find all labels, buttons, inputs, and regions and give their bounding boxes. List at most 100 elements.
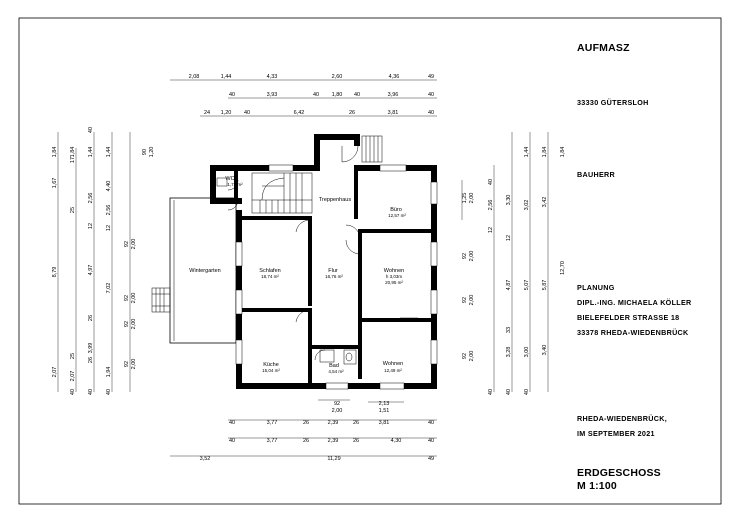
title-planner-city: 33378 RHEDA-WIEDENBRÜCK xyxy=(577,328,689,337)
dim-top-3-3: 40 xyxy=(244,110,250,116)
dim-right-1-4: 4,87 xyxy=(506,280,512,291)
dim-right-1-5: 33 xyxy=(506,327,512,333)
dim-left-4-2: 1,44 xyxy=(106,147,112,158)
room-flur-name: Flur xyxy=(328,268,338,274)
dim-bottom-1-4: 2,39 xyxy=(328,420,339,426)
dim-right-3-2: 3,02 xyxy=(524,200,530,211)
dim-bottom-opening-a: 92 xyxy=(334,401,340,407)
dim-left-opening3-b: 2,00 xyxy=(131,319,137,330)
dim-top-1-3: 4,33 xyxy=(267,74,278,80)
dim-left-opening4-b: 2,00 xyxy=(131,359,137,370)
staircase xyxy=(251,172,313,214)
dim-bottom-2-6: 4,30 xyxy=(391,438,402,444)
title-place: RHEDA-WIEDENBRÜCK, xyxy=(577,414,668,423)
dim-bottom-1-2: 3,77 xyxy=(267,420,278,426)
dim-top-2-2: 3,93 xyxy=(267,92,278,98)
dim-right-mid1-a: 92 xyxy=(462,253,468,259)
dim-bottom-2-1: 40 xyxy=(229,438,235,444)
dim-top-1-5: 4,36 xyxy=(389,74,400,80)
room-bad-name: Bad xyxy=(329,363,339,369)
dim-bottom-2-4: 2,39 xyxy=(328,438,339,444)
dim-left-opening-top-a: 90 xyxy=(142,149,148,155)
dim-left-2-2: 25 xyxy=(70,207,76,213)
dim-bottom-2-7: 40 xyxy=(428,438,434,444)
dim-left-2-7: 2,07 xyxy=(70,371,76,382)
dim-right-3-5: 40 xyxy=(524,389,530,395)
dim-bottom-opening2-a: 2,13 xyxy=(379,401,390,407)
dim-left-4-3: 2,56 xyxy=(106,205,112,216)
dim-right-3-3: 5,87 xyxy=(542,280,548,291)
dim-left-4-8: 26 xyxy=(88,357,94,363)
dim-right-2-4: 5,07 xyxy=(524,280,530,291)
dim-left-2-3: 2,56 xyxy=(88,193,94,204)
room-flur-area: 16,76 m² xyxy=(325,274,343,279)
dim-left-1-2: 17 xyxy=(70,157,76,163)
room-buero-area: 12,57 m² xyxy=(388,213,406,218)
dim-bottom-opening2-b: 1,51 xyxy=(379,408,390,414)
dim-left-2-1: 1,84 xyxy=(70,147,76,158)
room-wohnen2-area: 12,49 m² xyxy=(384,368,402,373)
room-treppenhaus-name: Treppenhaus xyxy=(319,197,351,203)
room-schlafen-area: 18,74 m² xyxy=(261,274,279,279)
dim-top-1-2: 1,44 xyxy=(221,74,232,80)
dim-right-4-3: 12,70 xyxy=(560,261,566,275)
dim-left-2-8: 40 xyxy=(70,389,76,395)
dim-right-mid2-b: 2,00 xyxy=(469,295,475,306)
dim-right-4-2: 3,42 xyxy=(542,197,548,208)
dim-left-opening3-a: 92 xyxy=(124,321,130,327)
wintergarten-steps xyxy=(151,287,171,313)
dim-right-mid3-b: 2,00 xyxy=(469,351,475,362)
dim-top-3-5: 26 xyxy=(349,110,355,116)
dim-right-opening-b: 2,00 xyxy=(469,193,475,204)
dim-right-mid1-b: 2,00 xyxy=(469,251,475,262)
room-labels: WC 1,72 m² Treppenhaus Büro 12,57 m² Win… xyxy=(189,176,406,374)
dim-top-3-7: 40 xyxy=(428,110,434,116)
dim-top-3-1: 24 xyxy=(204,110,210,116)
dim-left-4-1: 40 xyxy=(88,127,94,133)
door-swings xyxy=(227,145,418,361)
dim-left-3-4: 3,99 xyxy=(88,343,94,354)
dim-left-1-5: 2,07 xyxy=(52,367,58,378)
dim-bottom-opening-b: 2,00 xyxy=(332,408,343,414)
dim-left-2-6: 25 xyxy=(70,353,76,359)
dim-top-2-1: 40 xyxy=(229,92,235,98)
room-wc-area: 1,72 m² xyxy=(227,182,243,187)
dim-top-3-6: 3,81 xyxy=(388,110,399,116)
room-wohnen1-height: h 3,03m xyxy=(386,274,403,279)
dim-top-2-5: 40 xyxy=(354,92,360,98)
dim-right-2-5: 3,00 xyxy=(524,347,530,358)
dim-left-opening-top-b: 1,20 xyxy=(149,147,155,158)
dim-left-4-4: 12 xyxy=(106,225,112,231)
dim-left-3-5: 40 xyxy=(106,389,112,395)
window-openings xyxy=(235,164,438,390)
dim-right-2-2: 3,30 xyxy=(506,195,512,206)
dim-right-mid2-a: 92 xyxy=(462,297,468,303)
dim-right-2-6: 40 xyxy=(506,389,512,395)
room-wohnen1-area: 20,95 m² xyxy=(385,280,403,285)
dim-top-1-6: 49 xyxy=(428,74,434,80)
title-date: IM SEPTEMBER 2021 xyxy=(577,429,655,438)
title-planner-name: DIPL.-ING. MICHAELA KÖLLER xyxy=(577,298,692,307)
dim-left-4-7: 1,94 xyxy=(106,367,112,378)
dim-top-3-2: 1,20 xyxy=(221,110,232,116)
dim-right-1-1: 40 xyxy=(488,179,494,185)
room-kueche-name: Küche xyxy=(263,362,279,368)
title-heading: AUFMASZ xyxy=(577,42,630,54)
room-wintergarten-name: Wintergarten xyxy=(189,268,221,274)
dim-bottom-1-5: 26 xyxy=(353,420,359,426)
dim-left-opening-a: 92 xyxy=(124,241,130,247)
room-kueche-area: 15,04 m² xyxy=(262,368,280,373)
dim-bottom-2-5: 26 xyxy=(353,438,359,444)
dim-left-1-3: 1,67 xyxy=(52,178,58,189)
dim-left-1-6: 40 xyxy=(88,389,94,395)
dim-top-2-3: 40 xyxy=(313,92,319,98)
dim-right-4-1: 1,84 xyxy=(560,147,566,158)
dim-right-mid3-a: 92 xyxy=(462,353,468,359)
room-wc-name: WC xyxy=(225,176,234,182)
floor-plan xyxy=(151,134,438,390)
dim-right-1-2: 2,56 xyxy=(488,200,494,211)
dim-top-1-1: 2,08 xyxy=(189,74,200,80)
dim-left-3-2: 4,40 xyxy=(106,181,112,192)
dim-left-opening2-b: 2,00 xyxy=(131,293,137,304)
dims-top: 2,08 1,44 4,33 2,60 4,36 49 40 3,93 40 1… xyxy=(189,74,434,116)
